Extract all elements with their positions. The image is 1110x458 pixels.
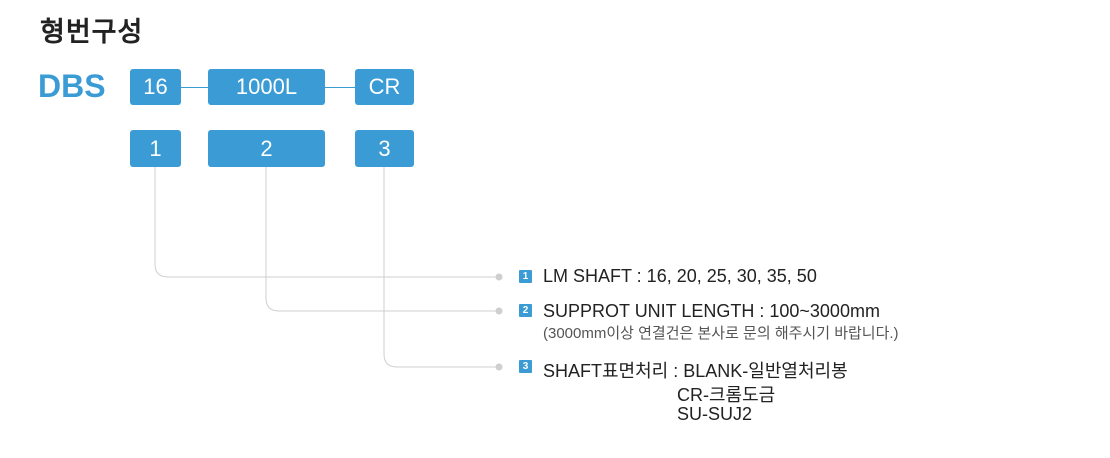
connector-dot-2 — [495, 307, 503, 315]
item-badge-1: 1 — [519, 270, 532, 283]
item-surface-option-su: SU-SUJ2 — [677, 404, 753, 424]
code-part-length: 1000L — [208, 69, 325, 105]
part-number-2: 2 — [208, 130, 325, 167]
code-connector-line — [325, 87, 355, 88]
connector-dot-3 — [495, 363, 503, 371]
model-code: DBS — [38, 68, 106, 104]
item-badge-2: 2 — [519, 304, 532, 317]
item-text-length: SUPPROT UNIT LENGTH : 100~3000mm — [543, 301, 880, 321]
code-connector-line — [180, 87, 208, 88]
page-title: 형번구성 — [40, 17, 144, 47]
connector-2 — [265, 167, 498, 312]
connector-1 — [154, 167, 498, 278]
item-surface-option-cr: CR-크롬도금 — [677, 385, 776, 405]
item-note-length: (3000mm이상 연결건은 본사로 문의 해주시기 바랍니다.) — [543, 325, 899, 342]
item-text-surface: SHAFT표면처리 : BLANK-일반열처리봉 — [543, 361, 848, 381]
part-number-3: 3 — [355, 130, 414, 167]
item-text-shaft: LM SHAFT : 16, 20, 25, 30, 35, 50 — [543, 266, 817, 286]
part-number-1: 1 — [130, 130, 181, 167]
code-part-surface: CR — [355, 69, 414, 105]
connector-3 — [383, 167, 498, 368]
item-badge-3: 3 — [519, 360, 532, 373]
code-part-shaft-dia: 16 — [130, 69, 181, 105]
connector-dot-1 — [495, 273, 503, 281]
